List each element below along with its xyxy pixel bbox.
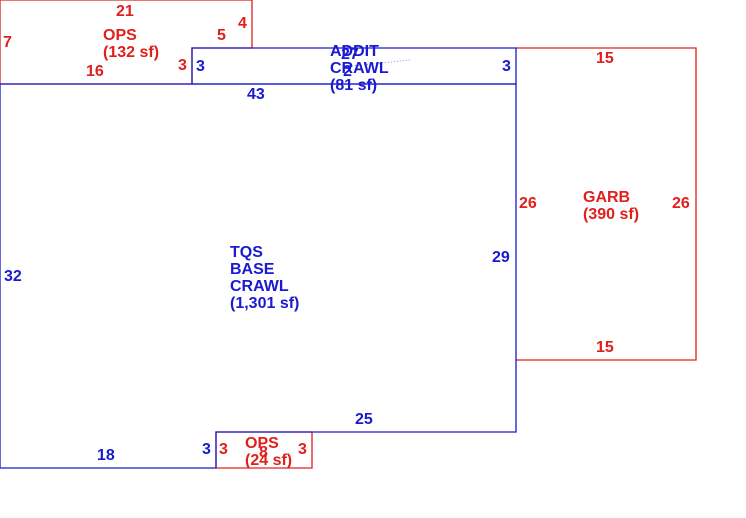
ops-bottom-name: OPS	[245, 435, 279, 452]
addit-leader-line	[351, 59, 411, 67]
dim-addit-overlap-a: 27	[341, 46, 359, 63]
garb-outline	[516, 47, 697, 361]
dim-base-right: 29	[492, 249, 510, 266]
dim-garb-left: 26	[519, 195, 537, 212]
dim-ops-top-inner-side: 3	[178, 57, 187, 74]
addit-crawl-label: ADDIT CRAWL (81 sf)	[330, 43, 389, 94]
dim-base-bottom-right: 25	[355, 411, 373, 428]
dim-ops-top-top: 21	[116, 3, 134, 20]
tqs-base-area: (1,301 sf)	[230, 295, 300, 312]
dim-ops-top-bottom: 16	[86, 63, 104, 80]
ops-top-area: (132 sf)	[103, 44, 160, 61]
tqs-base-label: TQS BASE CRAWL (1,301 sf)	[230, 244, 299, 312]
dim-ops-bottom-right: 3	[298, 441, 307, 458]
dim-ops-top-left: 7	[3, 34, 12, 51]
garb-label: GARB (390 sf)	[583, 189, 639, 223]
tqs-base-outline	[0, 83, 517, 469]
ops-bottom-area: (24 sf)	[245, 452, 293, 469]
tqs-base-name-2: BASE	[230, 261, 275, 278]
dim-addit-left: 3	[196, 58, 205, 75]
dim-ops-bottom-top: 8	[259, 444, 268, 461]
garb-area: (390 sf)	[583, 206, 640, 223]
addit-crawl-area: (81 sf)	[330, 77, 378, 94]
dim-ops-top-right: 4	[238, 15, 247, 32]
garb-name: GARB	[583, 189, 631, 206]
dim-addit-right: 3	[502, 58, 511, 75]
tqs-base-name-1: TQS	[230, 244, 263, 261]
dim-garb-right: 26	[672, 195, 690, 212]
dim-garb-top: 15	[596, 50, 614, 67]
dim-base-left: 32	[4, 268, 22, 285]
dim-ops-top-inner-top: 5	[217, 27, 226, 44]
dim-base-top: 43	[247, 86, 265, 103]
dim-base-notch: 3	[202, 441, 211, 458]
ops-top-name: OPS	[103, 27, 137, 44]
dim-garb-bottom: 15	[596, 339, 614, 356]
addit-crawl-name-1: ADDIT	[330, 43, 379, 60]
ops-bottom-label: OPS (24 sf)	[245, 435, 292, 469]
tqs-base-name-3: CRAWL	[230, 278, 289, 295]
addit-crawl-name-2: CRAWL	[330, 60, 389, 77]
dim-addit-overlap-b: 2	[343, 63, 352, 80]
dim-ops-bottom-left: 3	[219, 441, 228, 458]
ops-top-label: OPS (132 sf)	[103, 27, 159, 61]
dim-base-bottom-left: 18	[97, 447, 115, 464]
